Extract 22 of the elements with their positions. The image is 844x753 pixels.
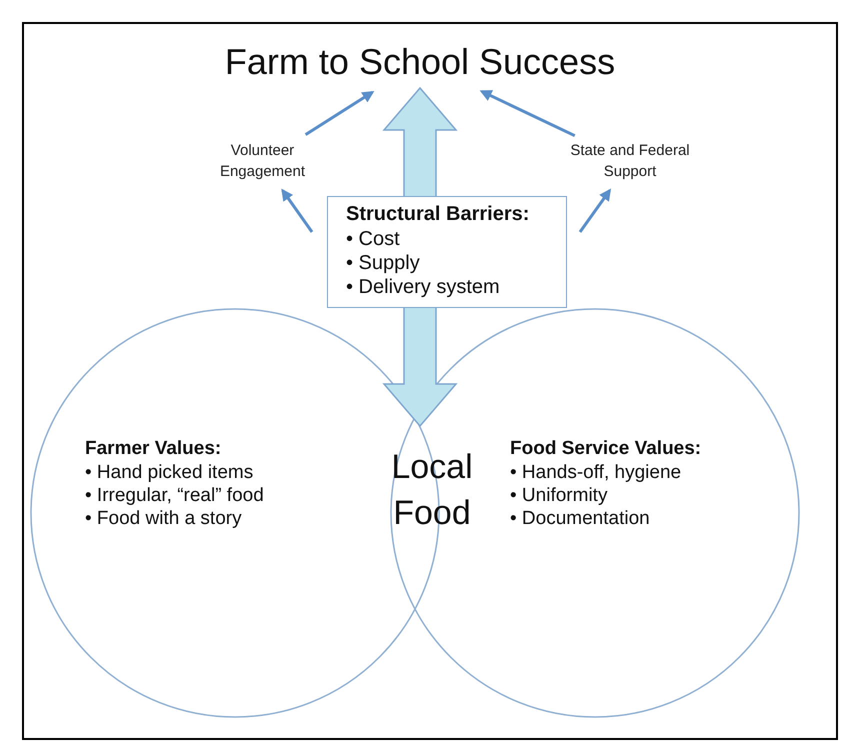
- text-label: State and Federal Support: [560, 140, 700, 184]
- arrow: [578, 188, 612, 233]
- bullet-item: • Hands-off, hygiene: [510, 462, 682, 484]
- venn-circle: [390, 308, 800, 718]
- text-box: [327, 196, 567, 308]
- bullet-item: • Hand picked items: [85, 462, 254, 484]
- bullet-item: • Documentation: [510, 508, 651, 530]
- list-heading: Farmer Values:: [85, 438, 222, 460]
- bullet-item: • Uniformity: [510, 485, 608, 507]
- title-text: Farm to School Success: [190, 36, 650, 88]
- bullet-item: • Cost: [346, 228, 401, 251]
- arrow: [304, 91, 374, 136]
- bullet-item: • Supply: [346, 252, 421, 275]
- bullet-item: • Food with a story: [85, 508, 243, 530]
- bullet-item: • Delivery system: [346, 276, 501, 299]
- arrow: [480, 90, 576, 138]
- list-heading: Food Service Values:: [510, 438, 702, 460]
- overlap-label: Local Food: [380, 444, 484, 538]
- bullet-item: • Irregular, “real” food: [85, 485, 264, 507]
- arrow: [281, 188, 314, 233]
- text-label: Volunteer Engagement: [205, 140, 320, 184]
- list-heading: Structural Barriers:: [346, 203, 530, 226]
